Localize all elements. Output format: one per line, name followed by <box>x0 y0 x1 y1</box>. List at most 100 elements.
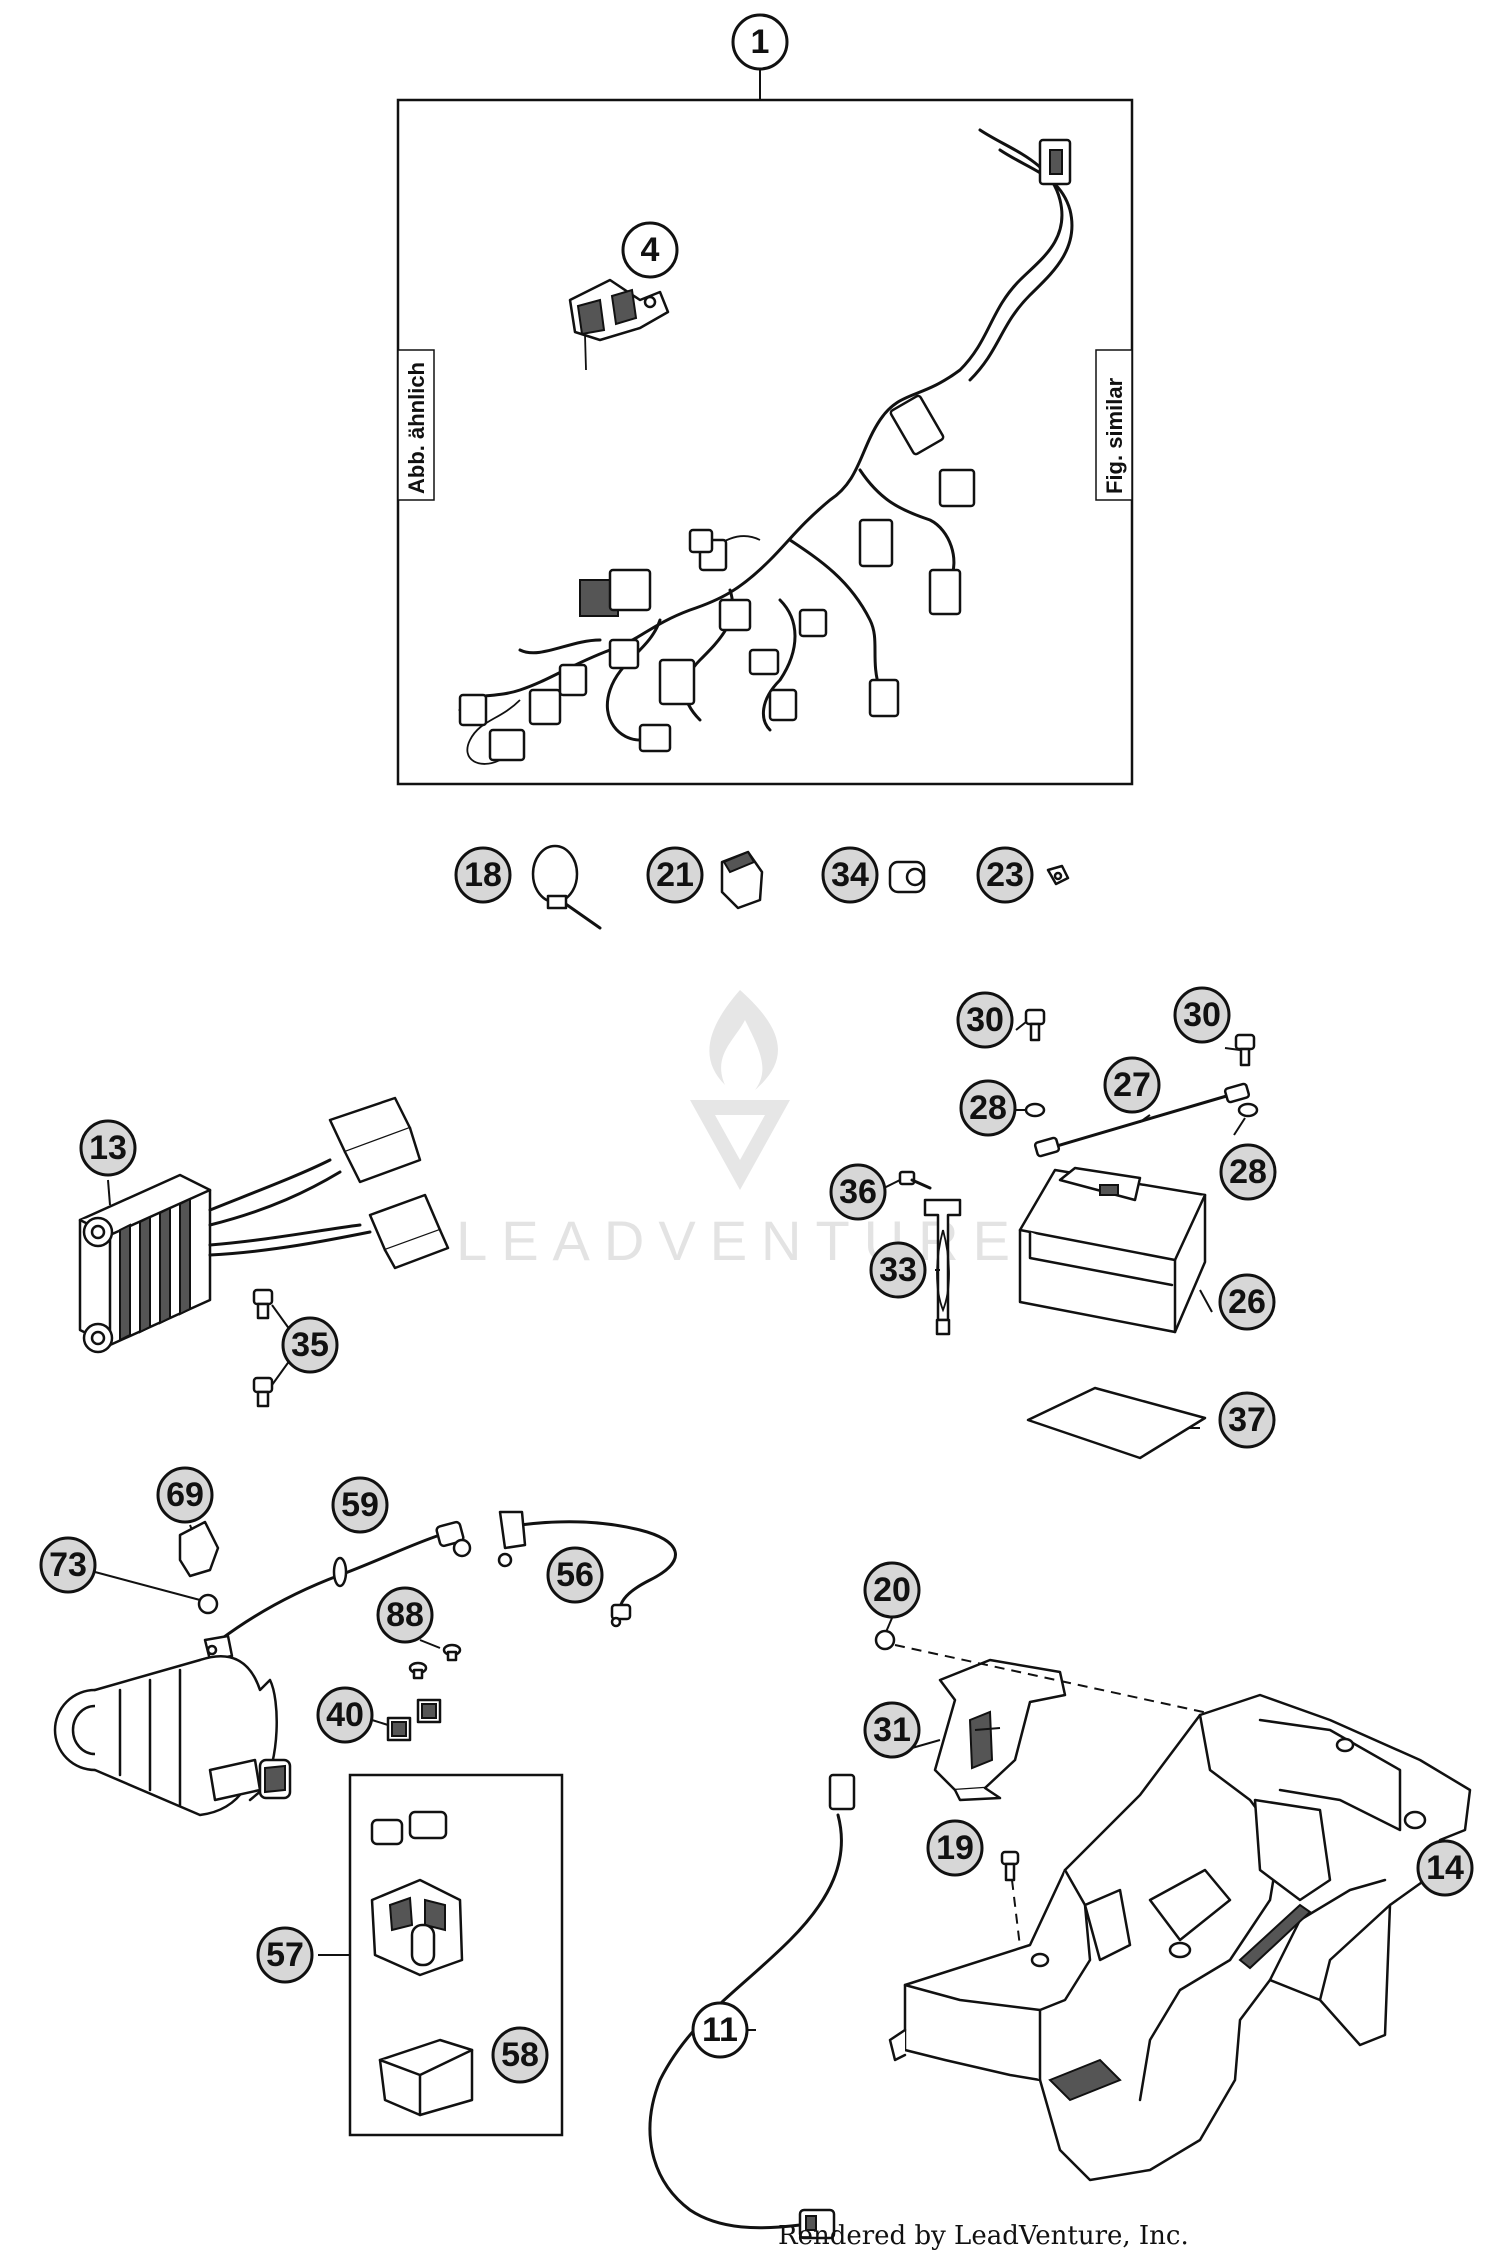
part-bolt-36 <box>898 1170 932 1190</box>
svg-text:1: 1 <box>751 23 770 61</box>
callout-28-b[interactable]: 28 <box>1219 1143 1277 1201</box>
callout-56[interactable]: 56 <box>546 1546 604 1604</box>
part-starter-cable-59 <box>203 1520 472 1662</box>
frame-label-right: Fig. similar <box>1095 349 1133 501</box>
part-relay-57 <box>370 1810 464 1977</box>
svg-text:33: 33 <box>879 1251 917 1289</box>
svg-text:27: 27 <box>1113 1066 1151 1104</box>
part-relay-cover-58 <box>378 2038 474 2117</box>
callout-30-b[interactable]: 30 <box>1173 986 1231 1044</box>
frame-label-right-text: Fig. similar <box>1102 377 1127 494</box>
callout-33[interactable]: 33 <box>869 1241 927 1299</box>
callout-23[interactable]: 23 <box>976 846 1034 904</box>
frame-label-left: Abb. ähnlich <box>397 349 435 501</box>
part-screw-35-a <box>252 1288 274 1320</box>
part-washer-28-b <box>1237 1102 1259 1118</box>
svg-text:56: 56 <box>556 1556 594 1594</box>
svg-text:57: 57 <box>266 1936 304 1974</box>
svg-text:26: 26 <box>1228 1283 1266 1321</box>
callout-34[interactable]: 34 <box>821 846 879 904</box>
part-bracket-4 <box>568 278 670 371</box>
part-grommet-34 <box>888 860 926 894</box>
callout-37[interactable]: 37 <box>1218 1391 1276 1449</box>
flame-logo-icon <box>709 990 778 1090</box>
svg-text:4: 4 <box>641 231 660 269</box>
part-screw-19 <box>1000 1850 1020 1882</box>
svg-text:19: 19 <box>936 1829 974 1867</box>
callout-19[interactable]: 19 <box>926 1819 984 1877</box>
svg-text:23: 23 <box>986 856 1024 894</box>
callout-35[interactable]: 35 <box>281 1316 339 1374</box>
callout-30-a[interactable]: 30 <box>956 991 1014 1049</box>
callout-88[interactable]: 88 <box>376 1586 434 1644</box>
svg-text:31: 31 <box>873 1711 911 1749</box>
callout-73[interactable]: 73 <box>39 1536 97 1594</box>
svg-text:69: 69 <box>166 1476 204 1514</box>
svg-text:36: 36 <box>839 1173 877 1211</box>
callout-18[interactable]: 18 <box>454 846 512 904</box>
callout-28-a[interactable]: 28 <box>959 1079 1017 1137</box>
part-starter-motor <box>53 1655 292 1817</box>
svg-text:20: 20 <box>873 1571 911 1609</box>
callout-21[interactable]: 21 <box>646 846 704 904</box>
part-terminal-cap-69 <box>178 1520 220 1578</box>
callout-4[interactable]: 4 <box>621 221 679 279</box>
part-clip-23 <box>1046 864 1070 886</box>
part-brush-40-a <box>386 1716 412 1742</box>
wiring-harness-frame <box>396 98 1134 786</box>
callout-11[interactable]: 11 <box>691 2001 749 2059</box>
part-bracket-31 <box>933 1658 1067 1802</box>
frame-label-left-text: Abb. ähnlich <box>404 362 429 494</box>
svg-text:35: 35 <box>291 1326 329 1364</box>
part-washer-28-a <box>1024 1102 1046 1118</box>
svg-text:28: 28 <box>1229 1153 1267 1191</box>
part-wiring-harness-1 <box>458 128 1074 765</box>
callout-26[interactable]: 26 <box>1218 1273 1276 1331</box>
part-nut-73 <box>197 1593 219 1615</box>
part-strap-33 <box>923 1198 962 1336</box>
part-brush-40-b <box>416 1698 442 1724</box>
part-screw-88-a <box>442 1643 462 1662</box>
callout-57[interactable]: 57 <box>256 1926 314 1984</box>
svg-text:34: 34 <box>831 856 869 894</box>
callout-1[interactable]: 1 <box>731 13 789 71</box>
callout-69[interactable]: 69 <box>156 1466 214 1524</box>
svg-text:40: 40 <box>326 1696 364 1734</box>
svg-text:13: 13 <box>89 1129 127 1167</box>
svg-text:18: 18 <box>464 856 502 894</box>
part-connector-cap-21 <box>720 850 764 910</box>
svg-text:88: 88 <box>386 1596 424 1634</box>
part-battery-pad-37 <box>1026 1386 1207 1460</box>
part-screw-35-b <box>252 1376 274 1408</box>
svg-text:30: 30 <box>1183 996 1221 1034</box>
svg-text:58: 58 <box>501 2036 539 2074</box>
callout-14[interactable]: 14 <box>1416 1839 1474 1897</box>
svg-text:37: 37 <box>1228 1401 1266 1439</box>
callout-59[interactable]: 59 <box>331 1476 389 1534</box>
part-rear-fender-14 <box>888 1693 1472 2182</box>
part-ground-cable-56 <box>497 1510 677 1628</box>
callout-58[interactable]: 58 <box>491 2026 549 2084</box>
part-screw-30-a <box>1024 1008 1046 1042</box>
part-battery-26 <box>1018 1166 1207 1334</box>
part-cable-11 <box>648 1773 856 2240</box>
svg-text:73: 73 <box>49 1546 87 1584</box>
svg-text:59: 59 <box>341 1486 379 1524</box>
footer-credit: Rendered by LeadVenture, Inc. <box>778 2221 1189 2251</box>
svg-text:28: 28 <box>969 1089 1007 1127</box>
part-cable-tie-18 <box>531 844 602 930</box>
svg-text:14: 14 <box>1426 1849 1464 1887</box>
part-voltage-regulator-13 <box>78 1096 450 1354</box>
svg-text:11: 11 <box>702 2011 738 2049</box>
callout-27[interactable]: 27 <box>1103 1056 1161 1114</box>
callout-20[interactable]: 20 <box>863 1561 921 1619</box>
callout-36[interactable]: 36 <box>829 1163 887 1221</box>
callout-13[interactable]: 13 <box>79 1119 137 1177</box>
callout-40[interactable]: 40 <box>316 1686 374 1744</box>
leadventure-logo-icon <box>690 1100 790 1190</box>
svg-text:21: 21 <box>656 856 694 894</box>
callout-31[interactable]: 31 <box>863 1701 921 1759</box>
part-screw-88-b <box>408 1661 428 1680</box>
part-nut-20 <box>874 1629 896 1651</box>
